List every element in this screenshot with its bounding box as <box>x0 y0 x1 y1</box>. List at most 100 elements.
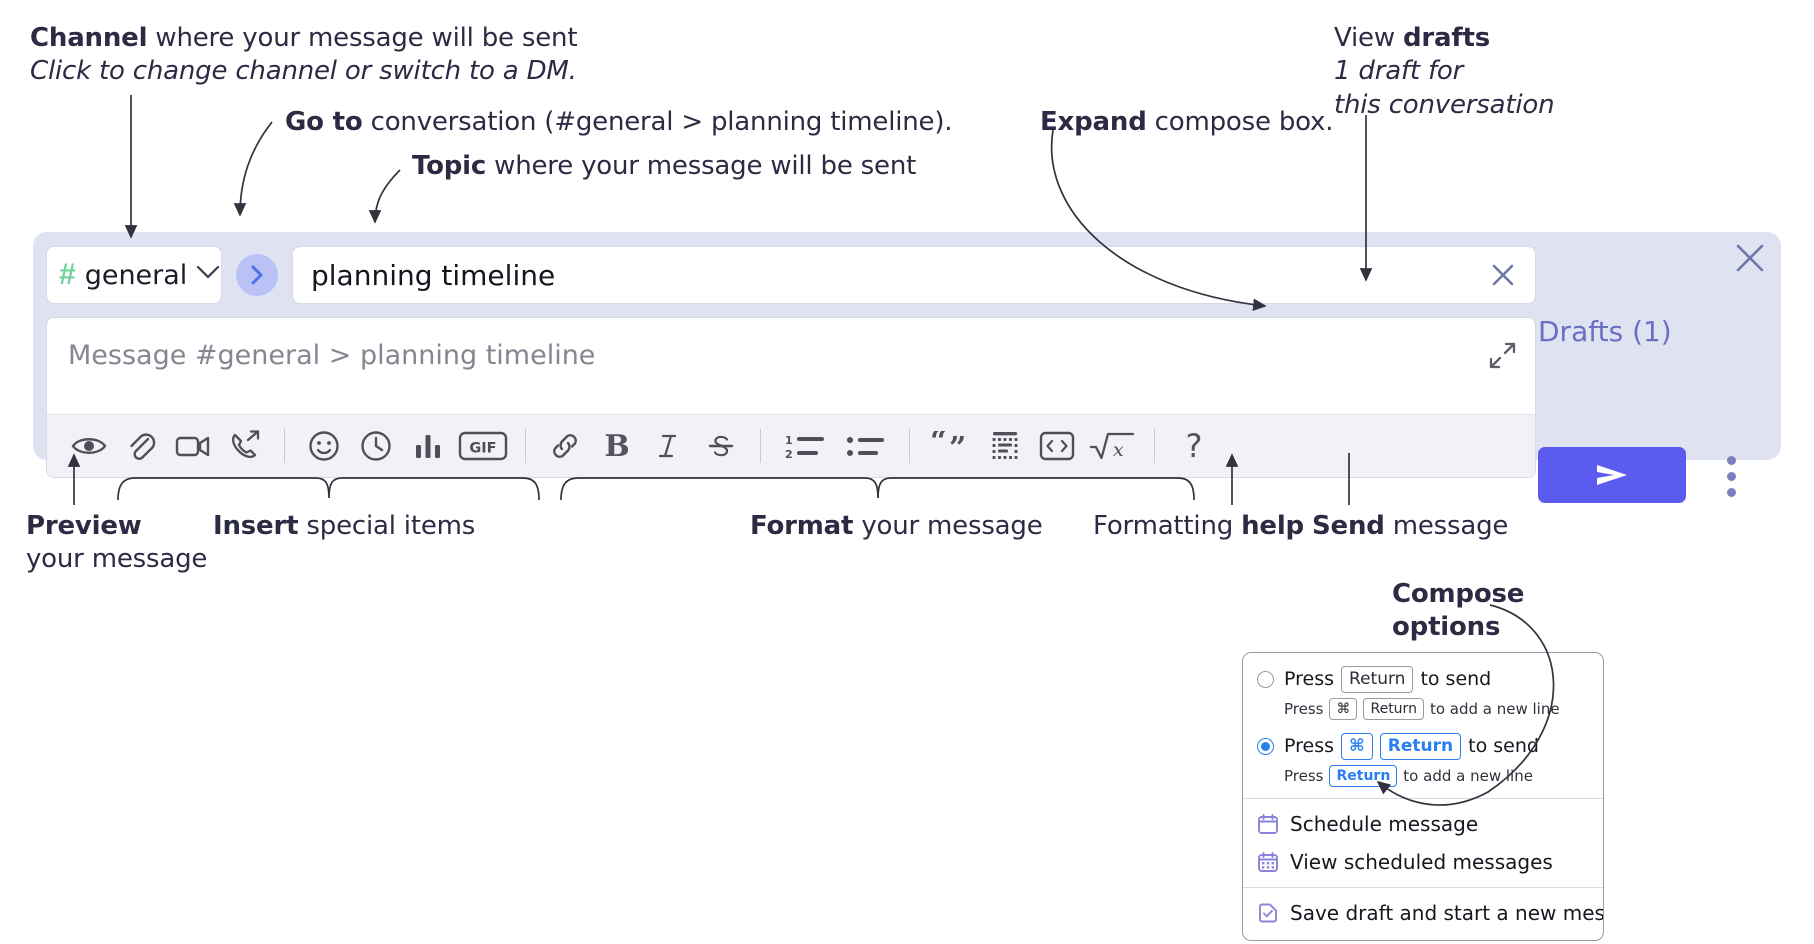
annotation-preview-bold: Preview <box>26 511 142 541</box>
message-textarea[interactable]: Message #general > planning timeline <box>47 318 1535 414</box>
toolbar-divider-4 <box>909 429 910 463</box>
menu-item-label: Schedule message <box>1290 811 1479 836</box>
label-pre: Press <box>1284 668 1335 691</box>
key-return: Return <box>1341 666 1414 693</box>
paperclip-icon[interactable] <box>115 420 167 472</box>
send-shortcut-options: Press Return to send Press ⌘ Return to a… <box>1243 653 1603 798</box>
annotation-expand-rest: compose box. <box>1146 107 1334 137</box>
annotation-goto: Go to conversation (#general > planning … <box>285 106 953 139</box>
compose-options-button[interactable] <box>1716 450 1746 502</box>
menu-divider-2 <box>1243 886 1603 888</box>
channel-selector[interactable]: # general <box>46 246 222 304</box>
annotation-compose-l2: options <box>1392 612 1501 643</box>
more-vertical-icon-dot-3 <box>1726 487 1736 497</box>
clear-topic-button[interactable] <box>1481 253 1525 297</box>
message-input-box[interactable]: Message #general > planning timeline <box>46 317 1536 478</box>
send-option-cmd-return[interactable]: Press ⌘ Return to send <box>1243 731 1603 762</box>
compose-main-column: # general planning timeline Message #gen… <box>46 244 1536 478</box>
annotation-topic: Topic where your message will be sent <box>412 150 916 183</box>
emoji-icon[interactable] <box>298 420 350 472</box>
annotation-send-bold: Send <box>1312 511 1385 541</box>
send-button[interactable] <box>1538 447 1686 503</box>
key-return-3: Return <box>1379 732 1462 760</box>
code-block-icon[interactable] <box>979 420 1031 472</box>
strikethrough-icon[interactable] <box>695 420 747 472</box>
save-draft-icon <box>1259 903 1277 923</box>
poll-bar-chart-icon[interactable] <box>402 420 454 472</box>
key-cmd-2: ⌘ <box>1341 732 1373 760</box>
compose-header-row: # general planning timeline <box>46 244 1536 306</box>
sub-pre: Press <box>1284 766 1324 785</box>
more-vertical-icon-dot-1 <box>1726 455 1736 465</box>
annotation-drafts-bold: drafts <box>1402 23 1490 53</box>
gif-icon[interactable]: GIF <box>454 420 512 472</box>
link-icon[interactable] <box>539 420 591 472</box>
annotation-help-bold: help <box>1241 511 1304 541</box>
blockquote-icon[interactable]: “ ” <box>923 420 979 472</box>
brace-format <box>560 477 1195 501</box>
radio-cmd-return[interactable] <box>1257 737 1274 755</box>
latex-icon[interactable]: x <box>1083 420 1141 472</box>
annotation-help: Formatting help <box>1093 510 1304 543</box>
toolbar-divider-2 <box>525 429 526 463</box>
italic-icon[interactable] <box>643 420 695 472</box>
preview-icon[interactable] <box>63 420 115 472</box>
drafts-link[interactable]: Drafts (1) <box>1538 315 1672 348</box>
compose-panel: # general planning timeline Message #gen… <box>33 232 1781 478</box>
connector-topic <box>368 169 401 224</box>
topic-input[interactable]: planning timeline <box>292 246 1536 304</box>
menu-item-view-scheduled[interactable]: View scheduled messages <box>1243 843 1603 881</box>
send-option-cmd-return-label: Press ⌘ Return to send <box>1284 732 1539 760</box>
close-compose-button[interactable] <box>1730 238 1770 278</box>
annotation-goto-rest: conversation (#general > planning timeli… <box>362 107 953 137</box>
annotation-format: Format your message <box>750 510 1043 543</box>
menu-item-schedule-message[interactable]: Schedule message <box>1243 805 1603 843</box>
annotation-send: Send message <box>1312 510 1508 543</box>
toolbar-divider-5 <box>1154 429 1155 463</box>
send-option-return[interactable]: Press Return to send <box>1243 664 1603 695</box>
annotation-preview: Preview your message <box>26 510 207 577</box>
annotation-topic-bold: Topic <box>412 151 487 181</box>
draft-group: Save draft and start a new message <box>1243 888 1603 940</box>
annotation-drafts-pre: View <box>1334 23 1403 53</box>
more-vertical-icon-dot-2 <box>1726 471 1736 481</box>
radio-return[interactable] <box>1257 670 1274 688</box>
close-icon <box>1736 244 1764 272</box>
brace-insert <box>117 477 540 501</box>
annotation-insert: Insert special items <box>213 510 475 543</box>
help-question-icon[interactable]: ? <box>1185 427 1203 465</box>
annotation-format-bold: Format <box>750 511 854 541</box>
svg-text:GIF: GIF <box>469 441 496 457</box>
annotation-help-pre: Formatting <box>1093 511 1242 541</box>
clock-icon[interactable] <box>350 420 402 472</box>
bold-icon[interactable]: B <box>604 428 630 464</box>
menu-item-save-draft[interactable]: Save draft and start a new message <box>1243 894 1603 932</box>
video-camera-icon[interactable] <box>167 420 219 472</box>
annotation-channel-sub: Click to change channel or switch to a D… <box>30 56 577 87</box>
phone-forward-icon[interactable] <box>219 420 271 472</box>
expand-compose-button[interactable] <box>1483 336 1521 374</box>
annotation-expand-bold: Expand <box>1040 107 1147 137</box>
close-icon <box>1492 264 1514 286</box>
toolbar-divider-1 <box>284 429 285 463</box>
code-inline-icon[interactable] <box>1031 420 1083 472</box>
annotation-insert-bold: Insert <box>213 511 299 541</box>
ordered-list-icon[interactable]: 1 2 <box>774 420 836 472</box>
compose-options-menu: Press Return to send Press ⌘ Return to a… <box>1242 652 1604 941</box>
schedule-group: Schedule message View scheduled messages <box>1243 799 1603 887</box>
annotation-compose-l1: Compose <box>1392 579 1525 609</box>
send-option-return-label: Press Return to send <box>1284 666 1491 693</box>
toolbar-divider-3 <box>760 429 761 463</box>
annotation-drafts-l2: 1 draft for <box>1334 56 1464 87</box>
annotation-topic-rest: where your message will be sent <box>486 151 917 181</box>
channel-name-label: general <box>84 259 188 291</box>
chevron-down-icon <box>196 265 220 285</box>
bulleted-list-icon[interactable] <box>836 420 896 472</box>
annotation-expand: Expand compose box. <box>1040 106 1333 139</box>
annotation-drafts-l3: this conversation <box>1334 89 1555 120</box>
expand-diagonal-icon <box>1489 342 1516 369</box>
connector-goto <box>233 121 273 217</box>
annotation-preview-l2: your message <box>26 544 208 575</box>
goto-conversation-button[interactable] <box>236 254 278 296</box>
send-option-cmd-return-sub: Press Return to add a new line <box>1243 762 1603 789</box>
